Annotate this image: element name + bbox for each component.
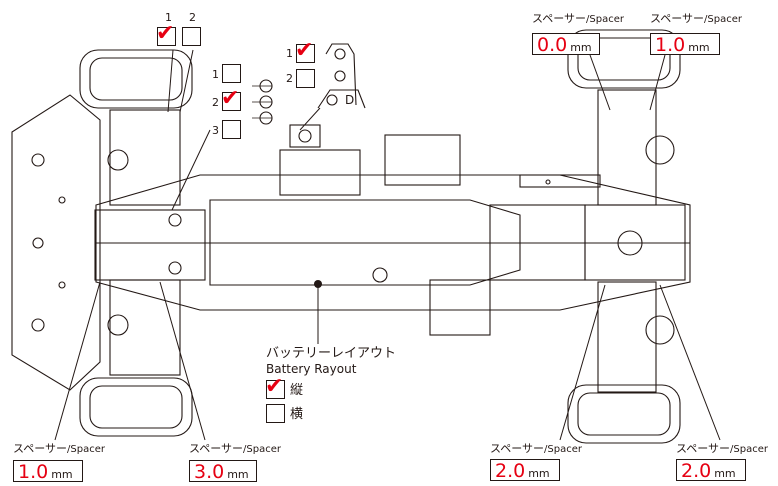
spacer-value: 0.0 [537, 34, 568, 56]
servo [279, 124, 601, 196]
spacer-value: 2.0 [681, 460, 712, 482]
checkmark-icon: ✔ [221, 86, 240, 111]
spacer-rear-top-left-label: スペーサー/Spacer [532, 13, 624, 26]
battery-option-horizontal-label: 横 [290, 407, 304, 422]
front-bumper [11, 94, 101, 391]
battery-option-vertical-checkbox[interactable]: ✔ [265, 375, 285, 399]
servo-mount-marker: D [345, 93, 355, 107]
servo-saver-option-3-number: 3 [212, 124, 219, 137]
front-right-tire [79, 377, 193, 437]
front-left-tire [79, 49, 193, 109]
spacer-label-jp: スペーサー [532, 12, 587, 25]
servo-mount-option-2-checkbox[interactable] [296, 69, 315, 88]
spacer-rear-bottom-left-label: スペーサー/Spacer [490, 443, 582, 456]
spacer-value: 3.0 [194, 461, 225, 483]
servo-saver-option-2-checkbox[interactable]: ✔ [221, 87, 241, 111]
spacer-value: 1.0 [655, 34, 686, 56]
leader-lines [54, 49, 721, 441]
spacer-rear-bottom-right-label: スペーサー/Spacer [676, 443, 768, 456]
front-suspension [94, 109, 206, 376]
spacer-label-jp: スペーサー [676, 442, 731, 455]
spacer-value: 2.0 [495, 460, 526, 482]
spacer-value: 1.0 [18, 461, 49, 483]
spacer-front-left-label: スペーサー/Spacer [13, 443, 105, 456]
rear-suspension [584, 89, 686, 393]
servo-saver-option-1-number: 1 [212, 68, 219, 81]
spacer-label-en: /Spacer [67, 444, 105, 455]
motor-area [372, 204, 586, 283]
spacer-unit: mm [714, 467, 736, 480]
front-mount-option-2-number: 2 [189, 11, 196, 24]
spacer-front-right-label: スペーサー/Spacer [189, 443, 281, 456]
checkmark-icon: ✔ [156, 21, 175, 46]
spacer-rear-top-right-label: スペーサー/Spacer [650, 13, 742, 26]
battery-option-horizontal-checkbox[interactable] [266, 404, 285, 423]
chassis-plate [95, 174, 691, 336]
servo-mount-symbol [317, 43, 366, 109]
front-mount-option-2-checkbox[interactable] [182, 27, 201, 46]
checkmark-icon: ✔ [265, 374, 284, 399]
spacer-unit: mm [51, 468, 73, 481]
battery-layout-title: バッテリーレイアウト [266, 346, 397, 361]
spacer-label-jp: スペーサー [650, 12, 705, 25]
spacer-label-jp: スペーサー [189, 442, 244, 455]
spacer-label-jp: スペーサー [13, 442, 68, 455]
servo-mount-option-1-number: 1 [286, 47, 293, 60]
battery-option-vertical-label: 縦 [290, 383, 304, 398]
servo-saver-option-1-checkbox[interactable] [222, 64, 241, 83]
rear-right-tire [567, 384, 681, 444]
spacer-label-en: /Spacer [730, 444, 768, 455]
spacer-label-en: /Spacer [243, 444, 281, 455]
spacer-label-jp: スペーサー [490, 442, 545, 455]
spacer-unit: mm [688, 41, 710, 54]
servo-saver-holes-symbol [252, 79, 273, 125]
servo-saver-option-3-checkbox[interactable] [222, 120, 241, 139]
spacer-label-en: /Spacer [704, 14, 742, 25]
checkmark-icon: ✔ [295, 38, 314, 63]
rear-left-tire [567, 29, 681, 89]
spacer-unit: mm [227, 468, 249, 481]
spacer-unit: mm [570, 41, 592, 54]
spacer-label-en: /Spacer [586, 14, 624, 25]
front-mount-option-1-checkbox[interactable]: ✔ [156, 22, 176, 46]
front-mount-option-1-number: 1 [165, 11, 172, 24]
servo-mount-option-1-checkbox[interactable]: ✔ [295, 39, 315, 63]
spacer-label-en: /Spacer [544, 444, 582, 455]
battery-layout-title-en: Battery Rayout [266, 362, 357, 376]
servo-saver-option-2-number: 2 [212, 96, 219, 109]
spacer-unit: mm [528, 467, 550, 480]
servo-mount-option-2-number: 2 [286, 72, 293, 85]
